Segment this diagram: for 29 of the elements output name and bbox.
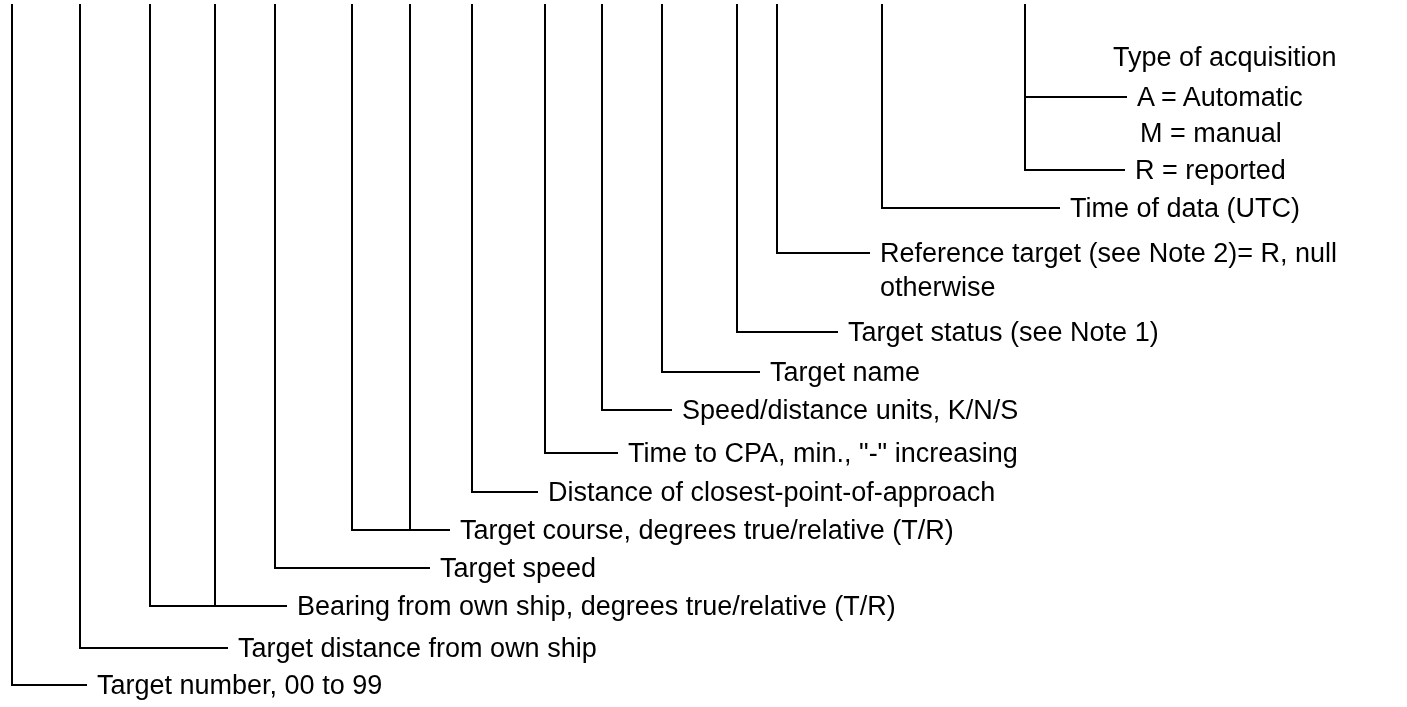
field-description: Target distance from own ship xyxy=(238,631,597,665)
field-description: Target number, 00 to 99 xyxy=(97,668,383,702)
field-description: Time of data (UTC) xyxy=(1070,191,1301,225)
leader-line xyxy=(544,3,619,454)
leader-line xyxy=(736,3,839,333)
field-description: Reference target (see Note 2)= R, null otherwise xyxy=(880,236,1380,304)
leader-line xyxy=(881,3,1061,209)
leader-line xyxy=(79,3,229,649)
field-description: Time to CPA, min., "-" increasing xyxy=(628,436,1018,470)
field-description: Speed/distance units, K/N/S xyxy=(682,393,1019,427)
field-description: M = manual xyxy=(1140,116,1282,150)
leader-line xyxy=(409,3,451,531)
field-description: Type of acquisition xyxy=(1113,40,1337,74)
field-description: A = Automatic xyxy=(1137,80,1303,114)
leader-line xyxy=(274,3,431,569)
field-description: Target speed xyxy=(440,551,597,585)
field-description: Target course, degrees true/relative (T/R) xyxy=(460,513,954,547)
field-description: R = reported xyxy=(1135,153,1286,187)
leader-line xyxy=(1024,3,1126,171)
field-description: Target name xyxy=(770,355,921,389)
field-description: Distance of closest-point-of-approach xyxy=(548,475,996,509)
leader-line xyxy=(11,3,88,686)
leader-line xyxy=(601,3,673,411)
leader-line xyxy=(661,3,761,373)
field-description: Bearing from own ship, degrees true/relative (T/R) xyxy=(297,589,896,623)
leader-line xyxy=(471,3,539,493)
leader-line xyxy=(776,3,871,254)
field-description: Target status (see Note 1) xyxy=(848,315,1159,349)
leader-line xyxy=(214,3,288,607)
